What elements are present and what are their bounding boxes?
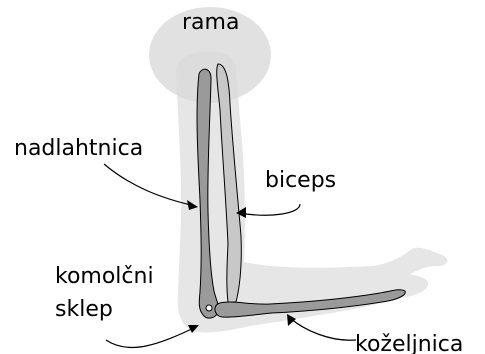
label-kozeljnica: koželjnica xyxy=(355,332,463,354)
arrow-biceps xyxy=(239,204,300,215)
arrow-komolcni-sklep xyxy=(106,327,196,348)
label-komolcni-line1: komolčni xyxy=(55,264,154,289)
label-nadlahtnica: nadlahtnica xyxy=(14,136,143,161)
arrow-kozeljnica xyxy=(290,318,356,340)
label-rama: rama xyxy=(182,10,239,35)
label-biceps: biceps xyxy=(265,168,336,193)
label-komolcni-line2: sklep xyxy=(55,297,113,322)
elbow-hole xyxy=(206,305,212,311)
